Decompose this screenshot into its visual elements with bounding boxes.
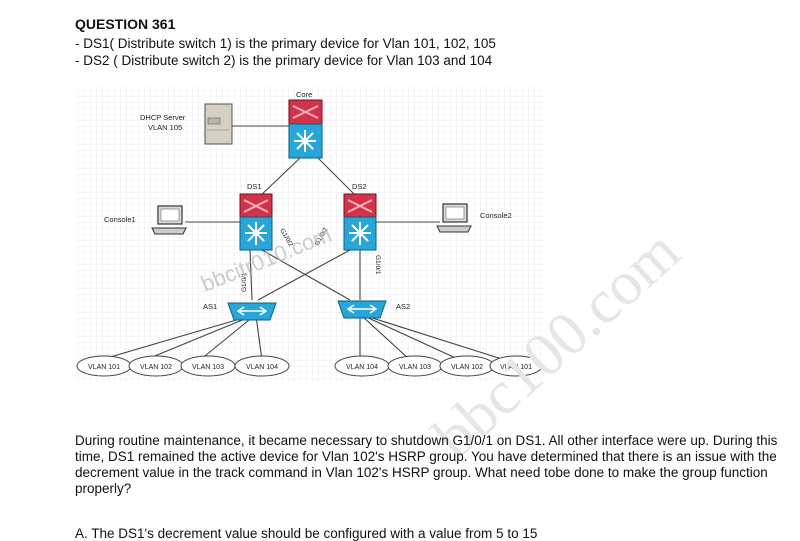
as1-switch-icon bbox=[227, 302, 277, 321]
vlan-cloud: VLAN 104 bbox=[234, 355, 290, 377]
vlan-cloud: VLAN 102 bbox=[439, 355, 495, 377]
ds2-label: DS2 bbox=[352, 182, 367, 191]
network-diagram: DHCP Server VLAN 105 Core DS1 DS2 Consol… bbox=[75, 86, 545, 382]
console1-computer-icon bbox=[151, 205, 187, 235]
console2-computer-icon bbox=[436, 203, 472, 233]
question-line-1: - DS1( Distribute switch 1) is the prima… bbox=[75, 36, 496, 51]
vlan-cloud-label: VLAN 101 bbox=[88, 364, 120, 371]
question-line-2: - DS2 ( Distribute switch 2) is the prim… bbox=[75, 53, 493, 68]
as2-switch-icon bbox=[337, 300, 387, 319]
if-ds1-as1: G1/0/1 bbox=[241, 272, 248, 292]
vlan-clouds-as1: VLAN 101 VLAN 102 VLAN 103 VLAN 104 bbox=[76, 355, 290, 377]
links bbox=[99, 125, 506, 361]
dhcp-server-icon bbox=[204, 103, 233, 145]
question-paragraph: During routine maintenance, it became ne… bbox=[75, 433, 778, 496]
vlan-cloud: VLAN 103 bbox=[387, 355, 443, 377]
vlan-cloud: VLAN 102 bbox=[128, 355, 184, 377]
vlan-cloud-label: VLAN 102 bbox=[451, 364, 483, 371]
link-ds2-as1 bbox=[257, 249, 351, 301]
link-ds1-as2 bbox=[261, 249, 351, 301]
vlan-cloud-label: VLAN 104 bbox=[346, 364, 378, 371]
link-core-ds1 bbox=[257, 157, 301, 199]
vlan-cloud-label: VLAN 104 bbox=[246, 364, 278, 371]
console1-label: Console1 bbox=[104, 215, 136, 224]
vlan-cloud-label: VLAN 102 bbox=[140, 364, 172, 371]
console2-label: Console2 bbox=[480, 211, 512, 220]
core-label: Core bbox=[296, 90, 312, 99]
question-title: QUESTION 361 bbox=[75, 16, 176, 32]
vlan-clouds-as2: VLAN 104 VLAN 103 VLAN 102 VLAN 101 bbox=[334, 355, 543, 377]
vlan-cloud: VLAN 103 bbox=[180, 355, 236, 377]
vlan-cloud: VLAN 101 bbox=[489, 355, 543, 377]
ds2-switch-icon bbox=[343, 193, 377, 251]
dhcp-label-1: DHCP Server bbox=[140, 113, 186, 122]
dhcp-label-2: VLAN 105 bbox=[148, 123, 182, 132]
if-ds2-as2: G1/0/1 bbox=[374, 255, 381, 275]
vlan-cloud-label: VLAN 103 bbox=[399, 364, 431, 371]
vlan-cloud: VLAN 101 bbox=[76, 355, 132, 377]
ds1-switch-icon bbox=[239, 193, 273, 251]
core-switch-icon bbox=[288, 99, 323, 159]
as1-label: AS1 bbox=[203, 302, 217, 311]
link-ds1-as1 bbox=[249, 249, 253, 301]
ds1-label: DS1 bbox=[247, 182, 262, 191]
vlan-cloud: VLAN 104 bbox=[334, 355, 390, 377]
link-core-ds2 bbox=[317, 157, 359, 199]
answer-option-a[interactable]: A. The DS1's decrement value should be c… bbox=[75, 526, 538, 541]
as2-label: AS2 bbox=[396, 302, 410, 311]
vlan-cloud-label: VLAN 103 bbox=[192, 364, 224, 371]
vlan-cloud-label: VLAN 101 bbox=[500, 364, 532, 371]
